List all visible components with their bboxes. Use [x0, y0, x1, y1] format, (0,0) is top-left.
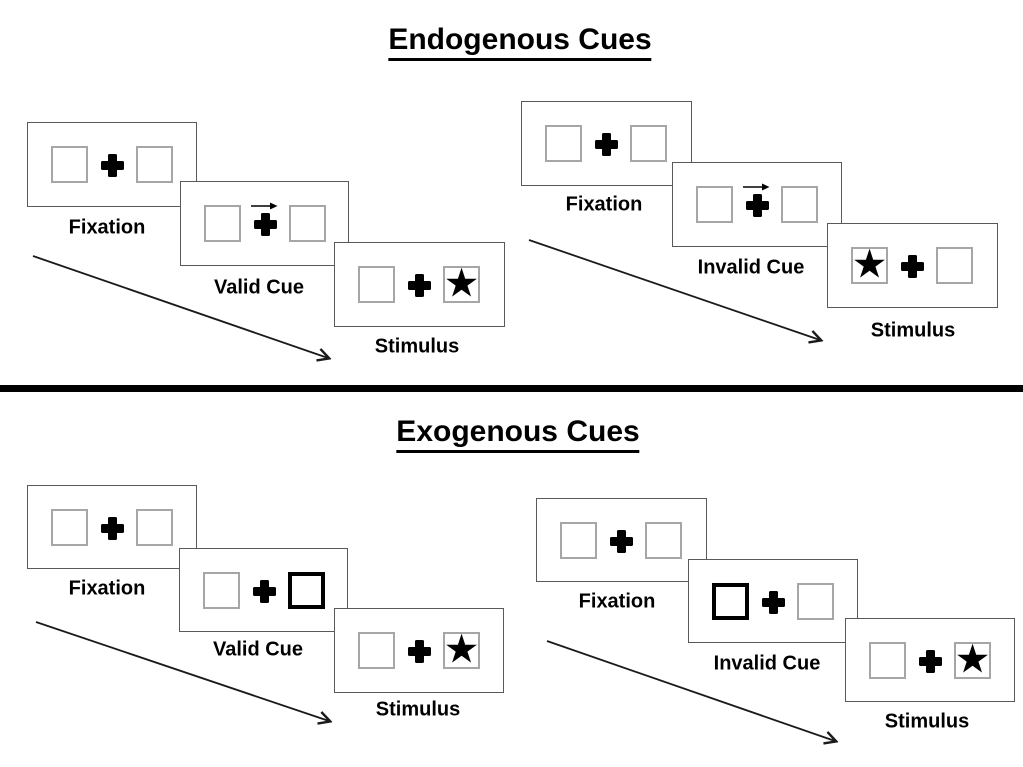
target-star-icon: ★ — [443, 625, 480, 672]
left-box — [696, 186, 733, 223]
section-divider — [0, 385, 1023, 392]
panel-endogenous-invalid-fixation — [521, 101, 692, 186]
right-box-target: ★ — [443, 625, 480, 672]
panel-label-endogenous-valid-fixation: Fixation — [68, 216, 146, 239]
right-box — [630, 125, 667, 162]
section-title-endogenous: Endogenous Cues — [388, 23, 652, 61]
timeline-arrow-endogenous-invalid — [528, 239, 820, 340]
fixation-cross-icon — [101, 154, 124, 177]
left-box — [204, 205, 241, 242]
target-star-icon: ★ — [443, 259, 480, 306]
right-box-target: ★ — [954, 635, 991, 682]
panel-exogenous-invalid-stimulus: ★ — [845, 618, 1015, 702]
panel-exogenous-valid-fixation — [27, 485, 197, 569]
right-box-cue — [288, 572, 325, 609]
right-box — [936, 247, 973, 284]
left-box-target: ★ — [851, 240, 888, 287]
panel-label-endogenous-invalid-stimulus: Stimulus — [870, 319, 956, 342]
panel-label-endogenous-valid-stimulus: Stimulus — [374, 335, 460, 358]
panel-label-endogenous-invalid-fixation: Fixation — [565, 193, 643, 216]
right-box — [645, 522, 682, 559]
panel-label-exogenous-invalid-stimulus: Stimulus — [884, 710, 970, 733]
fixation-cross-icon — [408, 640, 431, 663]
left-box — [51, 146, 88, 183]
direction-cue-arrow-icon — [743, 183, 770, 191]
left-box — [560, 522, 597, 559]
panel-exogenous-invalid-fixation — [536, 498, 707, 582]
timeline-arrow-endogenous-valid — [32, 255, 328, 358]
fixation-cross-icon — [101, 517, 124, 540]
right-box — [136, 146, 173, 183]
panel-exogenous-valid-stimulus: ★ — [334, 608, 504, 693]
left-box-cue — [712, 583, 749, 620]
left-box — [203, 572, 240, 609]
fixation-cross-icon — [254, 213, 277, 236]
panel-label-endogenous-valid-valid-cue: Valid Cue — [213, 276, 305, 299]
direction-cue-arrow-icon — [251, 202, 278, 210]
fixation-cross-icon — [595, 133, 618, 156]
left-box — [358, 266, 395, 303]
left-box — [545, 125, 582, 162]
target-star-icon: ★ — [954, 635, 991, 682]
panel-label-exogenous-valid-fixation: Fixation — [68, 577, 146, 600]
left-box — [51, 509, 88, 546]
panel-label-exogenous-invalid-fixation: Fixation — [578, 590, 656, 613]
timeline-arrow-exogenous-valid — [35, 621, 329, 721]
panel-endogenous-invalid-invalid-cue — [672, 162, 842, 247]
panel-label-exogenous-valid-valid-cue: Valid Cue — [212, 638, 304, 661]
section-title-exogenous: Exogenous Cues — [396, 415, 640, 453]
fixation-cross-icon — [762, 591, 785, 614]
panel-label-exogenous-invalid-invalid-cue: Invalid Cue — [713, 652, 821, 675]
target-star-icon: ★ — [851, 240, 888, 287]
fixation-cross-icon — [408, 274, 431, 297]
right-box-target: ★ — [443, 259, 480, 306]
left-box — [358, 632, 395, 669]
fixation-cross-icon — [901, 255, 924, 278]
panel-exogenous-invalid-invalid-cue — [688, 559, 858, 643]
left-box — [869, 642, 906, 679]
right-box — [289, 205, 326, 242]
right-box — [136, 509, 173, 546]
panel-label-exogenous-valid-stimulus: Stimulus — [375, 698, 461, 721]
panel-endogenous-valid-fixation — [27, 122, 197, 207]
panel-endogenous-valid-valid-cue — [180, 181, 349, 266]
right-box — [797, 583, 834, 620]
panel-label-endogenous-invalid-invalid-cue: Invalid Cue — [697, 256, 805, 279]
fixation-cross-icon — [253, 580, 276, 603]
panel-exogenous-valid-valid-cue — [179, 548, 348, 632]
fixation-cross-icon — [919, 650, 942, 673]
panel-endogenous-valid-stimulus: ★ — [334, 242, 505, 327]
fixation-cross-icon — [746, 194, 769, 217]
right-box — [781, 186, 818, 223]
panel-endogenous-invalid-stimulus: ★ — [827, 223, 998, 308]
fixation-cross-icon — [610, 530, 633, 553]
